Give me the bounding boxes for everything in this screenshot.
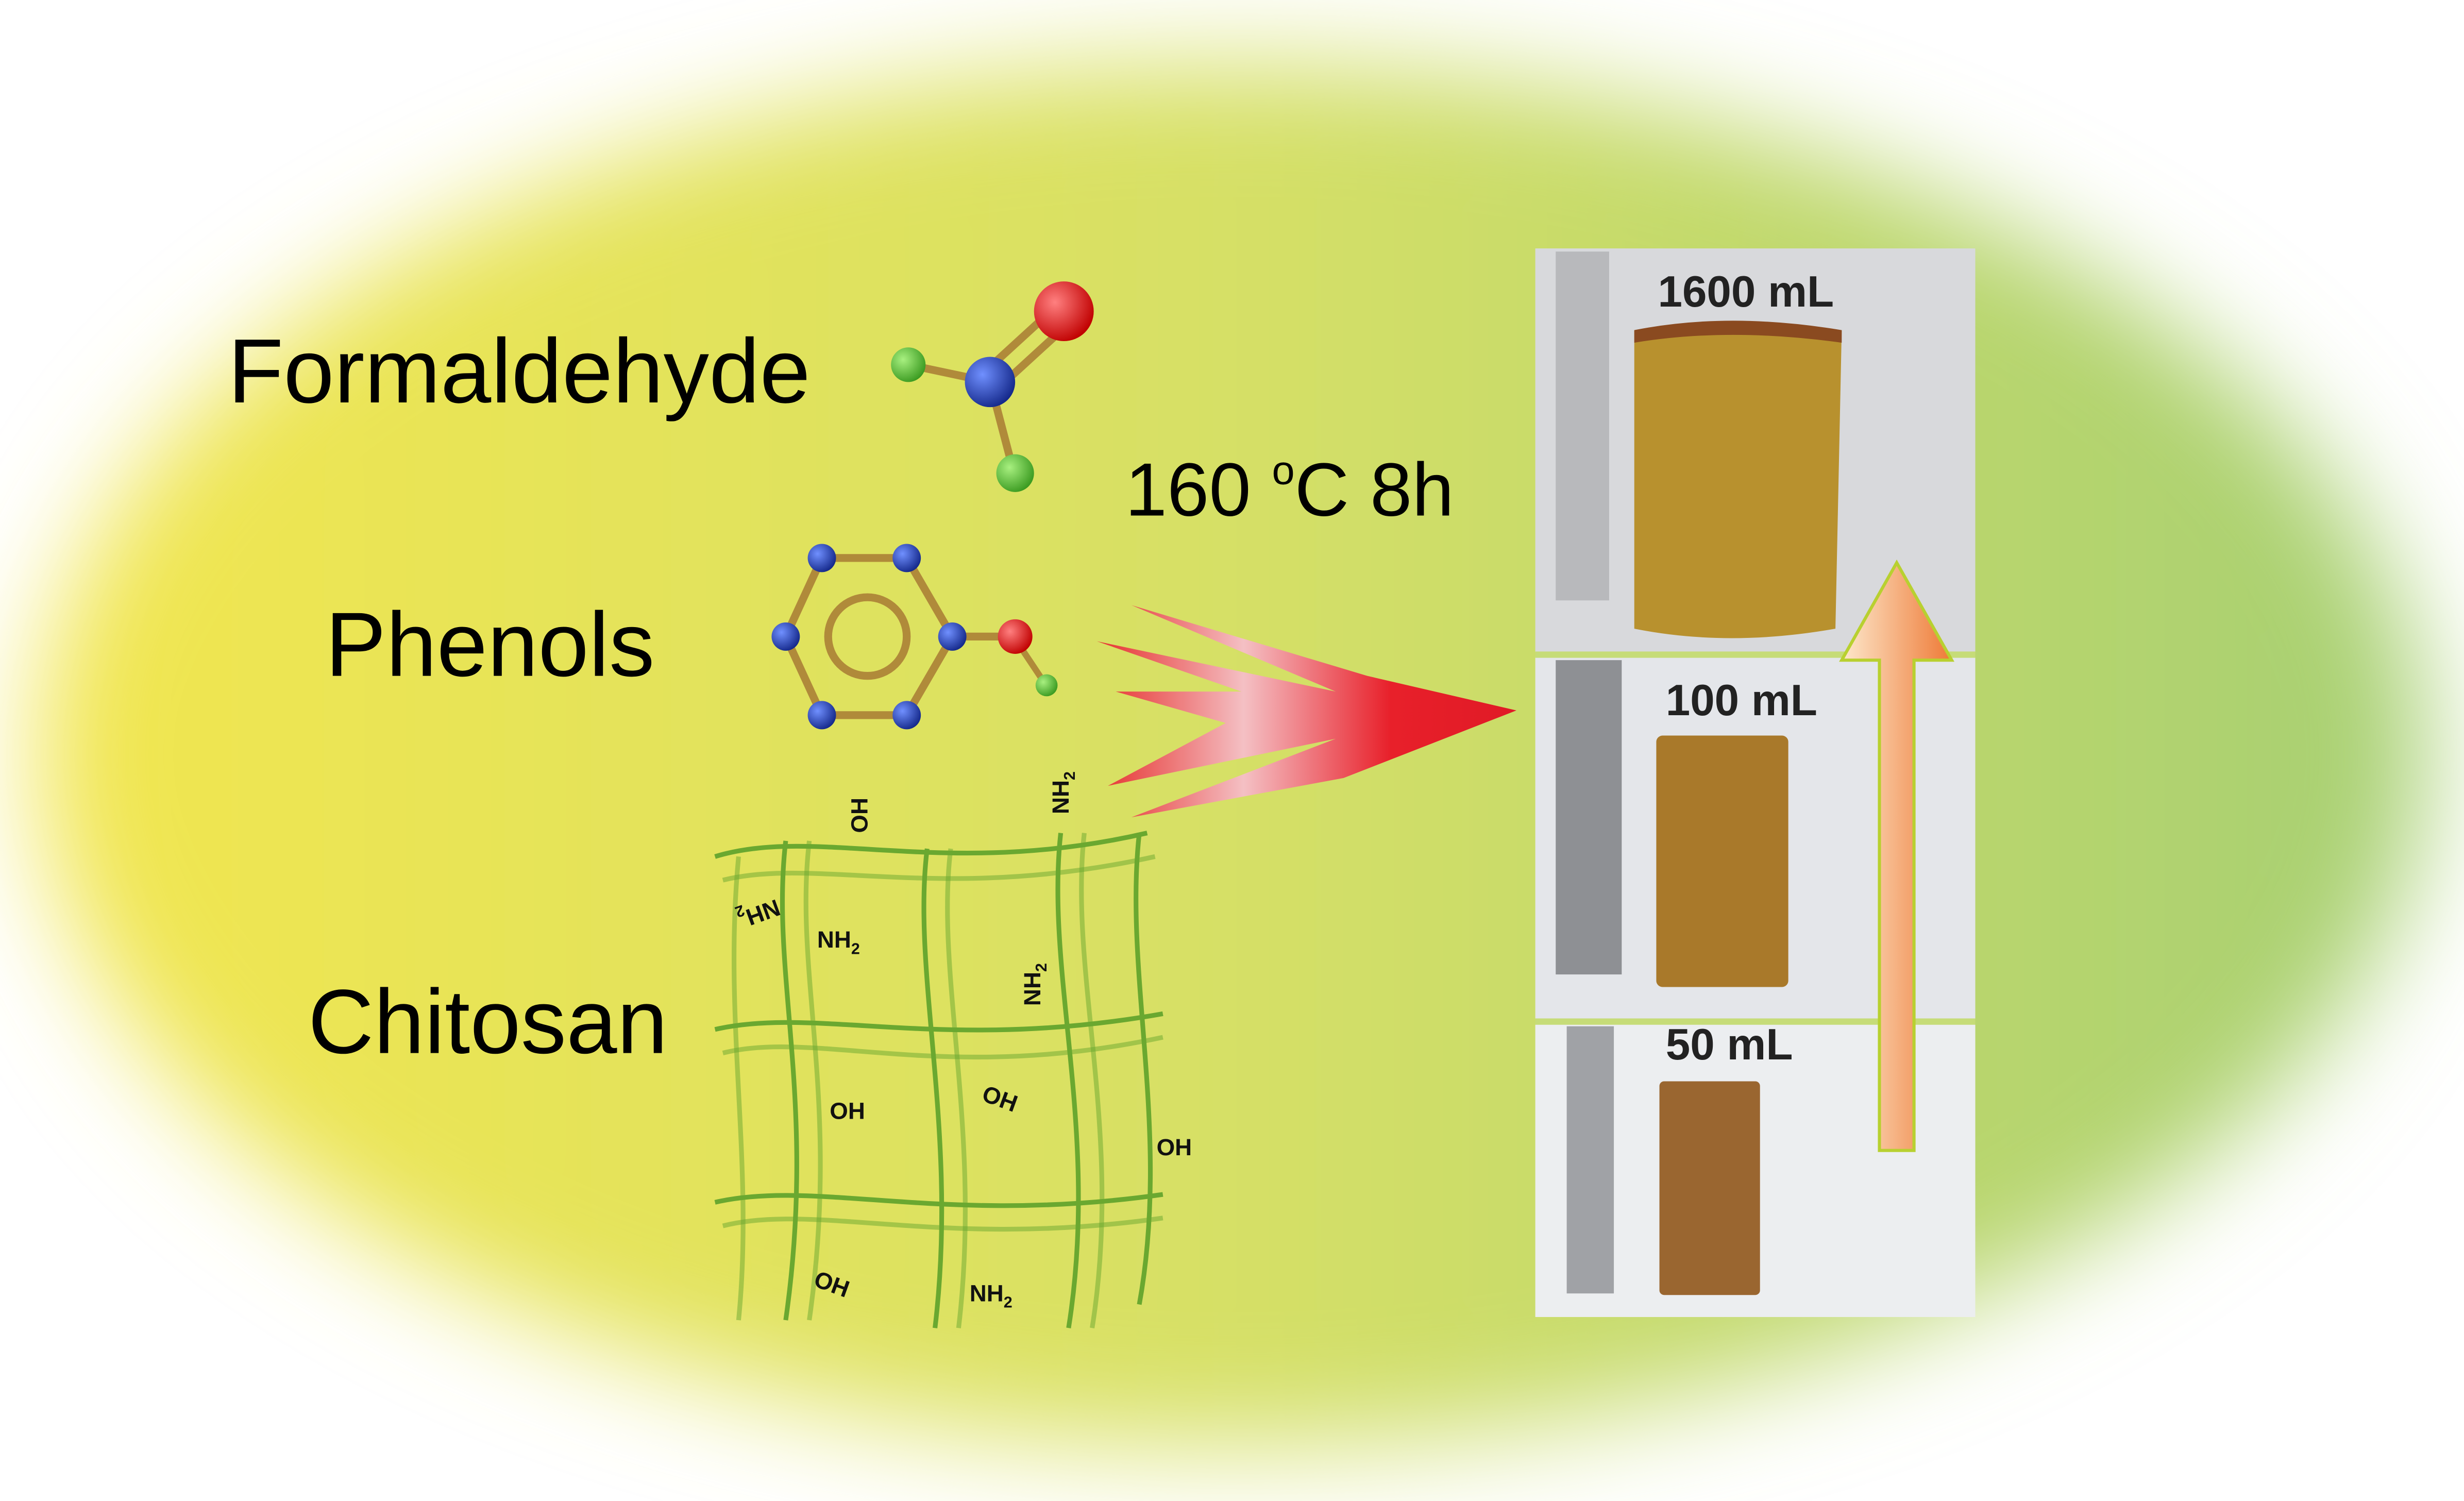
svg-text:OH: OH (1157, 1134, 1192, 1160)
reaction-condition: 160 oC 8h (1125, 447, 1454, 532)
volume-increase-arrow-icon (1839, 559, 1955, 1152)
svg-text:OH: OH (830, 1098, 865, 1124)
phenol-molecule-icon (771, 544, 1058, 730)
chitosan-label: Chitosan (308, 971, 668, 1073)
sample-volume-label: 50 mL (1666, 1020, 1793, 1069)
reaction-arrow-icon (1096, 605, 1517, 818)
sample-panel-50ml: 50 mL (1535, 1020, 1976, 1317)
svg-text:OH: OH (846, 798, 872, 833)
phenols-label: Phenols (325, 594, 654, 696)
formaldehyde-label: Formaldehyde (228, 321, 811, 422)
svg-text:NH2: NH2 (1048, 771, 1078, 814)
chitosan-network-icon (714, 831, 1163, 1329)
svg-text:NH2: NH2 (970, 1280, 1012, 1311)
formaldehyde-molecule-icon (891, 281, 1094, 492)
svg-text:NH2: NH2 (1019, 963, 1050, 1006)
svg-text:NH2: NH2 (817, 926, 860, 957)
sample-volume-label: 1600 mL (1658, 267, 1834, 316)
sample-volume-label: 100 mL (1666, 676, 1817, 725)
